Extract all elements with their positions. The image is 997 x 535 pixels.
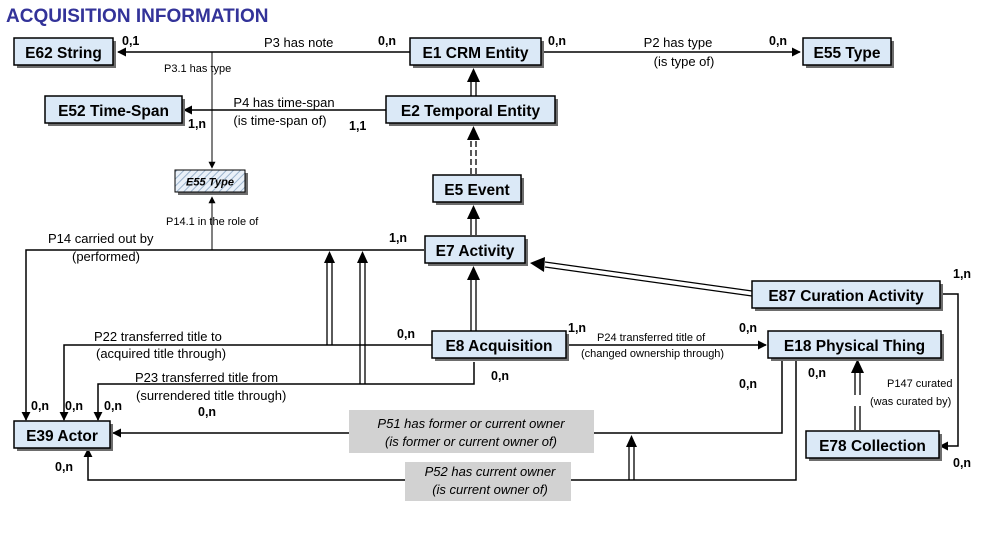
e5-event-label: E5 Event [444,182,509,199]
p14-inverse-label: (performed) [72,249,140,264]
p23-line [93,362,475,421]
p52-label: P52 has current owner [425,464,556,479]
card-p4-domain: 1,1 [349,119,366,133]
p24-inverse-label: (changed ownership through) [581,348,724,360]
p51-label: P51 has former or current owner [377,416,565,431]
entity-e52-time-span: E52 Time-Span [44,95,185,126]
card-p3-range: 0,1 [122,34,139,48]
e18-physical-thing-label: E18 Physical Thing [784,338,925,355]
card-p3-domain: 0,n [378,34,396,48]
p147-inverse-label: (was curated by) [870,396,951,408]
card-p2-range: 0,n [769,34,787,48]
e7-activity-label: E7 Activity [436,243,515,260]
entity-e1-crm-entity: E1 CRM Entity [409,37,544,68]
p2-inverse-label: (is type of) [654,54,715,69]
p147-line [939,293,959,451]
e78-collection-label: E78 Collection [819,438,926,455]
p147-label: P147 curated [887,378,952,390]
e87-curation-activity-label: E87 Curation Activity [768,288,924,305]
e2-temporal-entity-label: E2 Temporal Entity [401,103,541,120]
card-e18-below: 0,n [739,377,757,391]
p24-label: P24 transferred title of [597,332,706,344]
p14-label: P14 carried out by [48,231,154,246]
p23-label: P23 transferred title from [135,370,278,385]
p52-isa-p51-head [626,435,637,447]
entity-e78-collection: E78 Collection [805,430,942,461]
p23-isa-p14-head [357,251,368,263]
card-p14-domain: 1,n [389,231,407,245]
card-actor-bottom: 0,n [55,460,73,474]
card-p24-domain: 1,n [568,321,586,335]
card-p24-range: 0,n [739,321,757,335]
entity-e18-physical-thing: E18 Physical Thing [767,330,944,361]
isa-e7-e5-head [467,205,480,219]
entity-e2-temporal-entity: E2 Temporal Entity [385,95,558,126]
isa-e87-e7-head [530,257,545,272]
p14-line [21,249,424,421]
card-p147-domain: 1,n [953,267,971,281]
isa-e87-e7-b [544,266,753,297]
p2-label: P2 has type [644,35,713,50]
entity-e7-activity: E7 Activity [424,235,528,266]
p14-1-label: P14.1 in the role of [166,216,259,228]
p23-inverse-label: (surrendered title through) [136,388,286,403]
card-collection-bottom: 0,n [953,456,971,470]
e39-actor-label: E39 Actor [26,428,98,445]
card-actor-p23: 0,n [104,399,122,413]
e52-time-span-label: E52 Time-Span [58,103,169,120]
entity-e55-type-small: E55 Type [174,169,248,195]
card-p22-domain: 0,n [397,327,415,341]
p52-label-background [405,462,571,501]
e1-crm-entity-label: E1 CRM Entity [423,45,529,62]
card-p23-domain: 0,n [491,369,509,383]
isa-e8-e7-head [467,266,480,280]
isa-e78-e18-head [851,359,864,373]
card-p4-range: 1,n [188,117,206,131]
p52-inverse-label: (is current owner of) [432,482,548,497]
e8-acquisition-label: E8 Acquisition [445,338,552,355]
p51-label-background [349,410,594,453]
p4-inverse-label: (is time-span of) [233,113,326,128]
p22-label: P22 transferred title to [94,329,222,344]
card-actor-p22: 0,n [65,399,83,413]
entity-e55-type: E55 Type [802,37,894,68]
isa-e5-e2-head [467,126,480,140]
p3-label: P3 has note [264,35,333,50]
entity-e39-actor: E39 Actor [13,420,113,451]
entity-e62-string: E62 String [13,37,116,68]
p51-inverse-label: (is former or current owner of) [385,434,557,449]
p22-isa-p14-head [324,251,335,263]
p4-label: P4 has time-span [233,95,334,110]
p51-line [112,361,783,438]
p22-inverse-label: (acquired title through) [96,346,226,361]
card-e18-left: 0,n [808,366,826,380]
diagram-title: ACQUISITION INFORMATION [6,6,268,27]
e55-type-small-label: E55 Type [186,177,234,189]
e55-type-label: E55 Type [814,45,881,62]
p22-line [59,344,432,421]
entity-e8-acquisition: E8 Acquisition [431,330,569,361]
p3-1-label: P3.1 has type [164,63,231,75]
entity-e87-curation-activity: E87 Curation Activity [751,280,943,311]
card-p2-domain: 0,n [548,34,566,48]
isa-e2-e1-head [467,68,480,82]
entity-e5-event: E5 Event [432,174,524,205]
card-actor-p14: 0,n [31,399,49,413]
card-actor-p23-range: 0,n [198,405,216,419]
isa-e87-e7-a [544,261,753,292]
e62-string-label: E62 String [25,45,102,62]
